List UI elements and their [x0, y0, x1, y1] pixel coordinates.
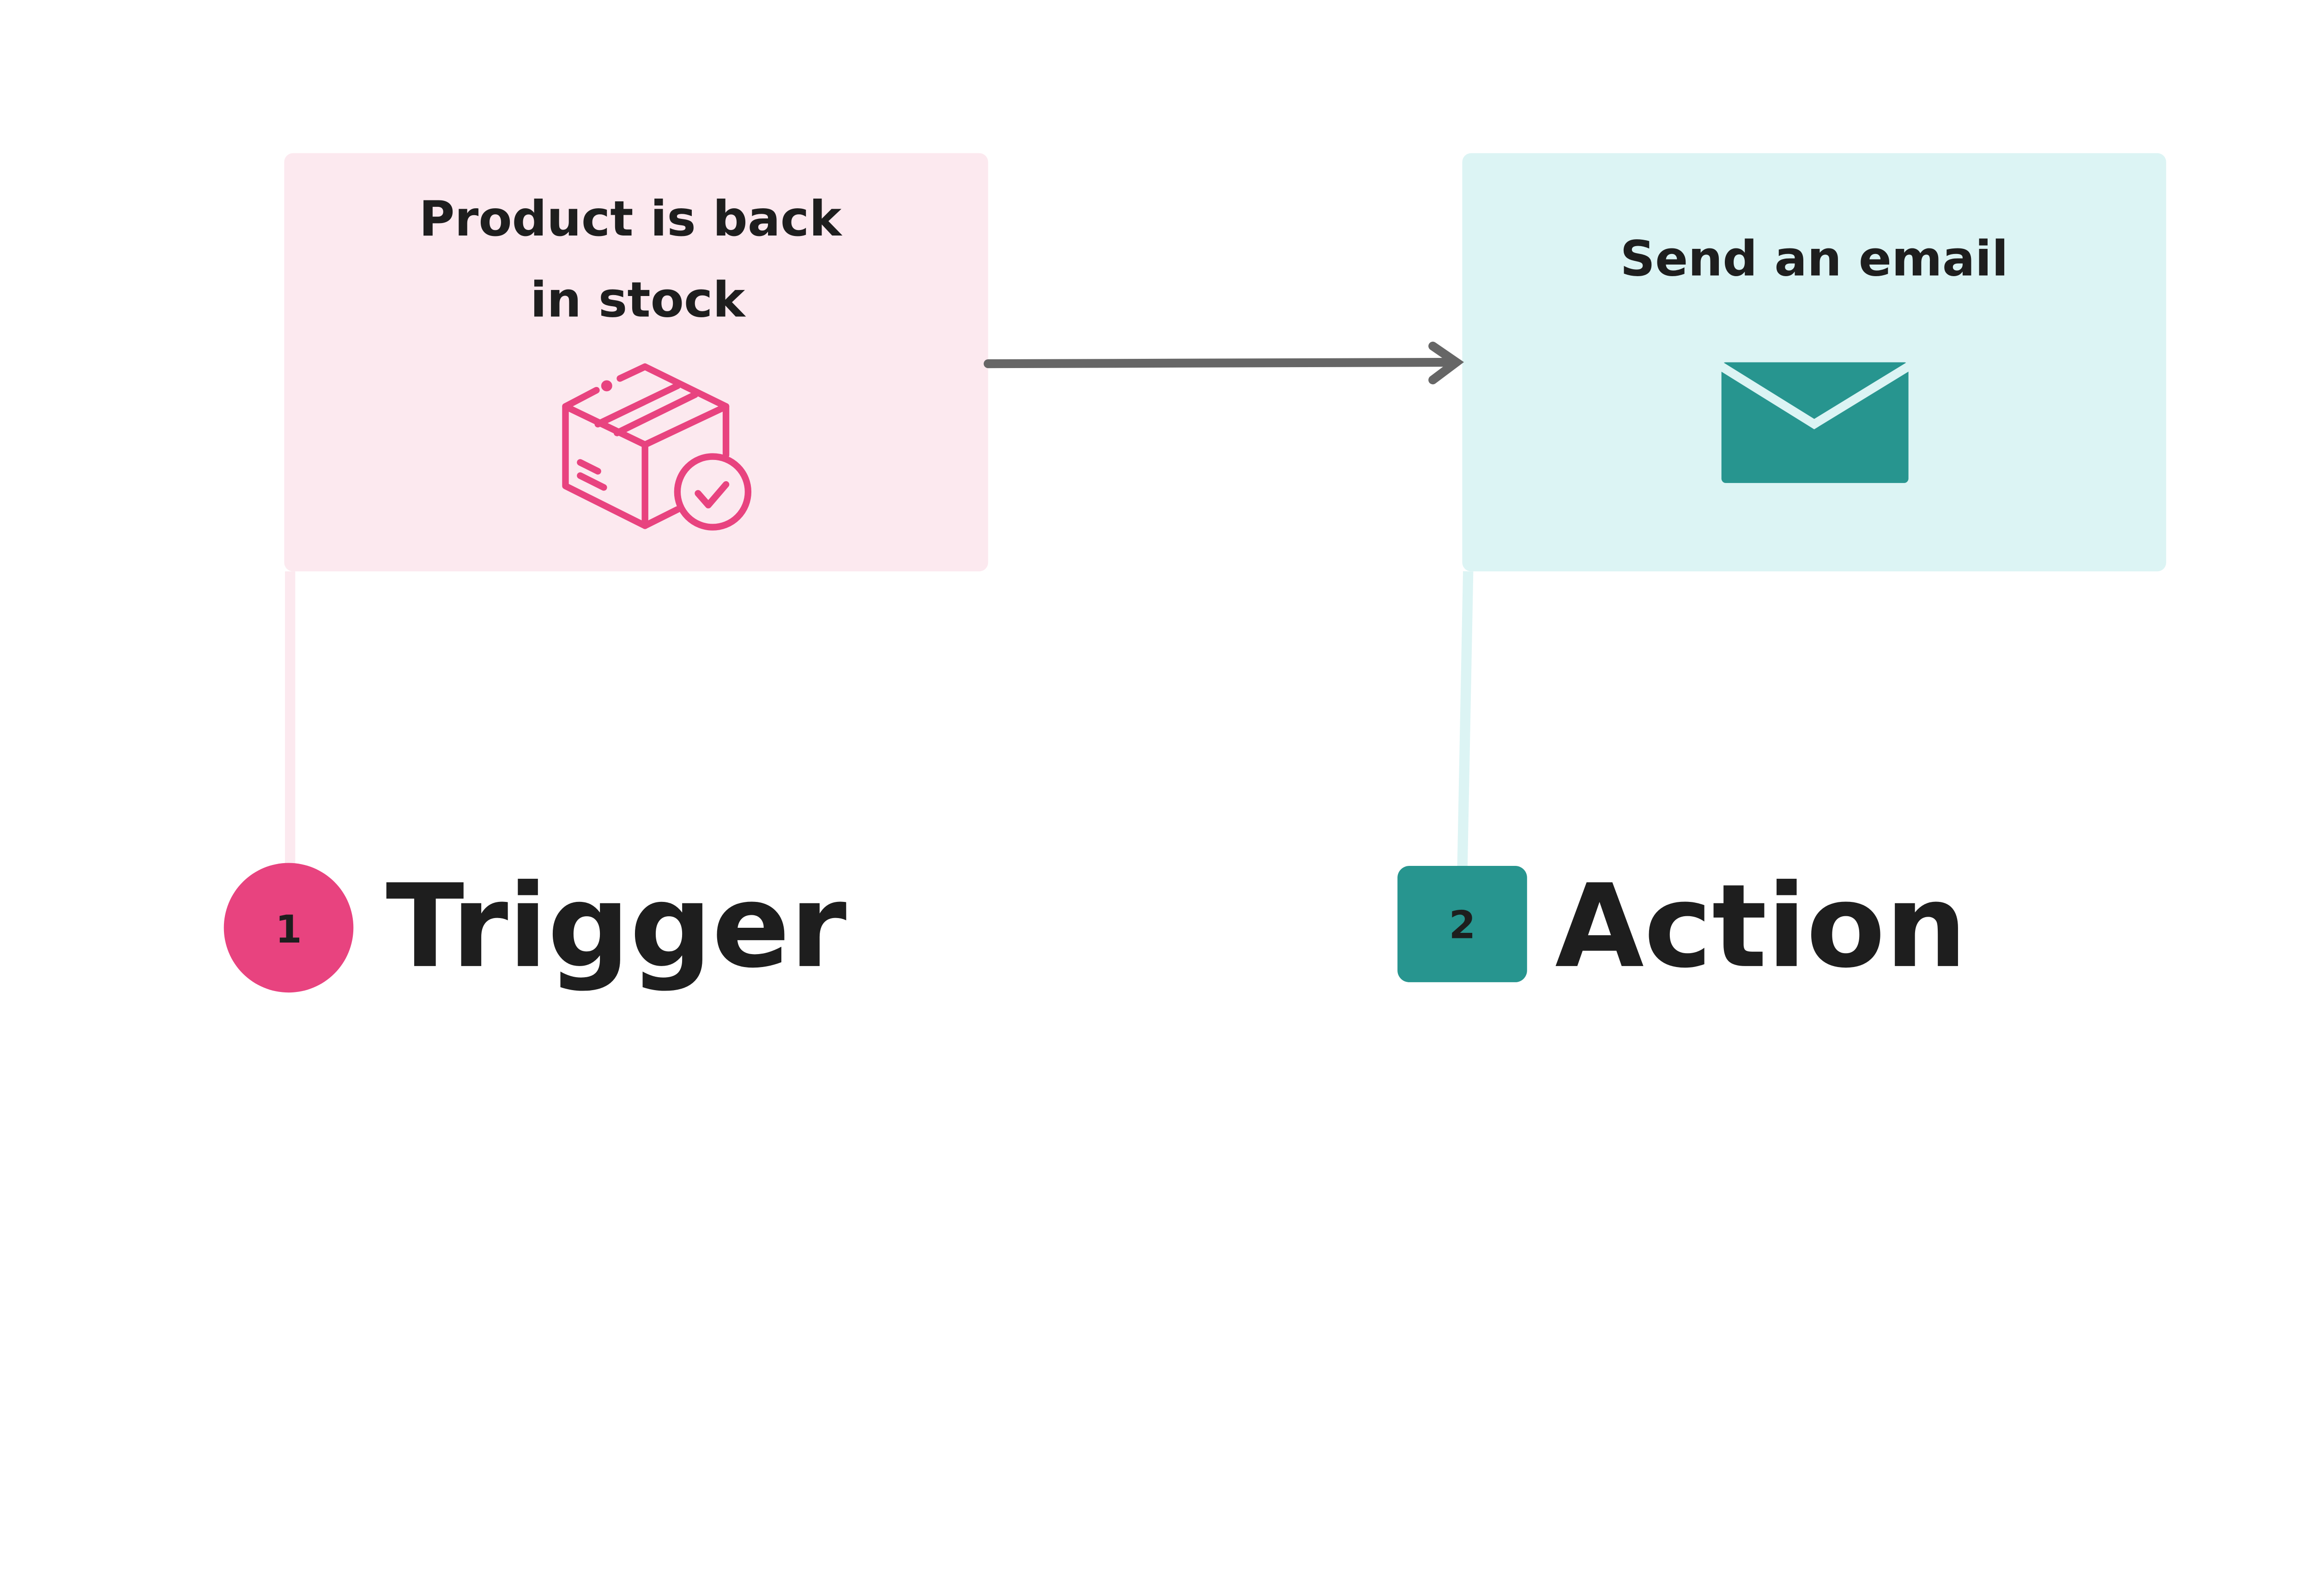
- action-label: Action: [1555, 859, 1967, 993]
- package-check-icon: [562, 363, 752, 531]
- trigger-label: Trigger: [386, 859, 846, 993]
- trigger-card-line1: Product is back: [419, 190, 842, 247]
- trigger-card: Product is back in stock: [284, 153, 988, 572]
- flow-arrow: [984, 341, 1464, 385]
- action-card: Send an email: [1462, 153, 2166, 572]
- trigger-badge-number: 1: [275, 907, 302, 952]
- action-badge: 2: [1397, 866, 1527, 982]
- trigger-card-line2: in stock: [530, 272, 746, 328]
- trigger-badge: 1: [224, 863, 354, 993]
- action-card-text: Send an email: [1620, 230, 2008, 287]
- workflow-diagram: Product is back in stock Send an email 1…: [224, 153, 2166, 993]
- action-badge-number: 2: [1449, 902, 1476, 947]
- action-connector: [1457, 571, 1474, 872]
- envelope-icon: [1715, 360, 1916, 483]
